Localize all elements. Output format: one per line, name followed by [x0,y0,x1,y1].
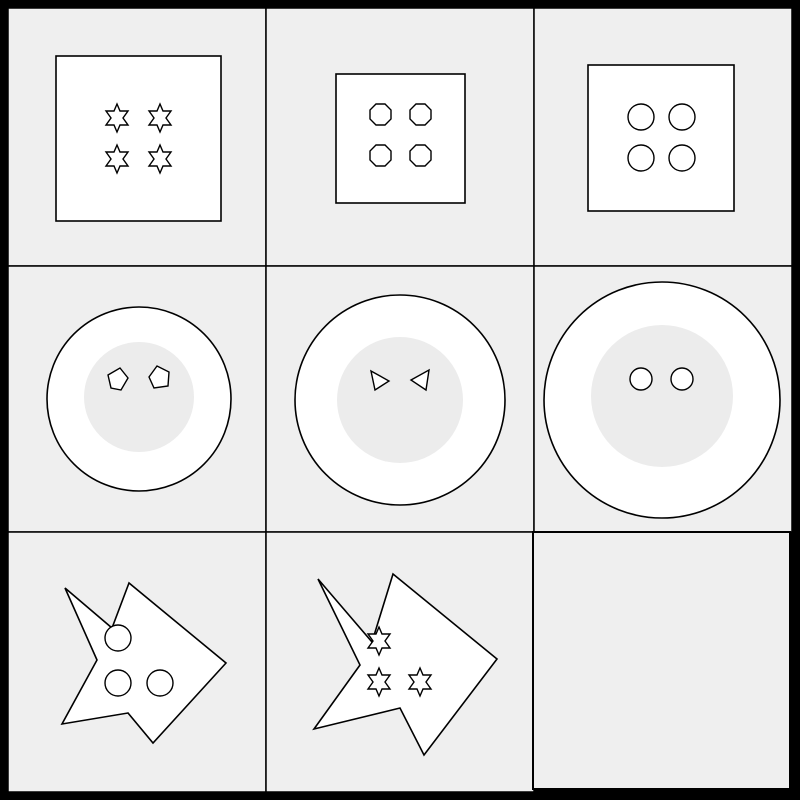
triangle-icon [369,368,430,392]
cell-r3c2 [265,531,535,793]
outer-square [55,55,222,222]
cell-r3c1 [7,531,267,793]
inner-disc [84,342,194,452]
pentagon-icon [107,365,170,391]
circle-icon [104,624,174,697]
cell-r2c2 [265,265,535,533]
star-icon [104,102,173,175]
circle-icon [627,103,696,172]
outer-irregular-star [60,581,228,745]
cell-r2c3 [533,265,793,533]
star-icon [366,625,433,698]
cell-r1c3 [533,7,793,267]
cell-r1c1 [7,7,267,267]
octagon-icon [369,103,432,167]
outer-irregular-star [312,572,499,757]
cell-r2c1 [7,265,267,533]
cell-r1c2 [265,7,535,267]
circle-icon [629,367,694,391]
inner-disc [591,325,733,467]
inner-disc [337,337,463,463]
outer-square [335,73,466,204]
cell-r3c3-answer[interactable] [532,531,791,790]
outer-square [587,64,735,212]
